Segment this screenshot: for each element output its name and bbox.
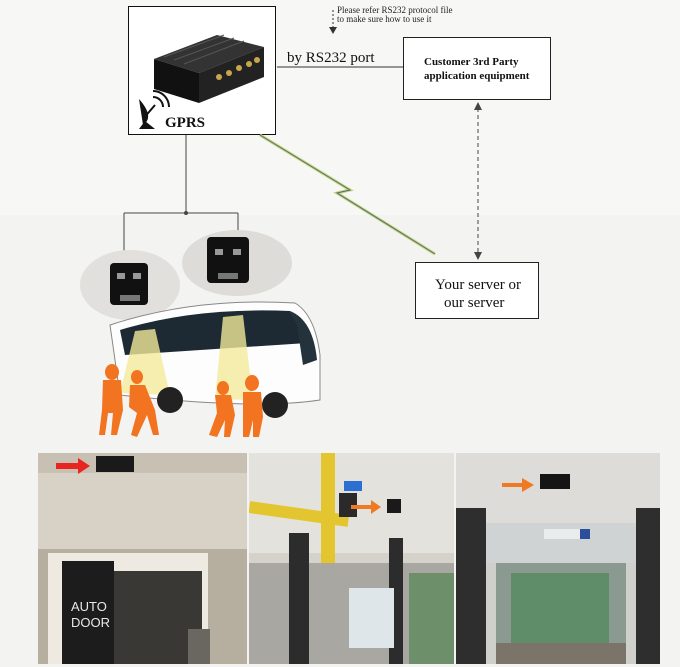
customer-equipment-box: Customer 3rd Party application equipment: [403, 37, 551, 100]
camera-tree-lines: [123, 135, 239, 257]
customer-line1: Customer 3rd Party: [424, 56, 519, 68]
device-box: GPRS: [128, 6, 276, 135]
rs232-connector-lines: [277, 10, 408, 68]
server-line2: our server: [444, 295, 505, 311]
rs232-note-line1: Please refer RS232 protocol file: [337, 5, 453, 15]
arrow-indicator-icon: [56, 458, 90, 474]
rs232-note-line2: to make sure how to use it: [337, 14, 432, 24]
server-line1: Your server or: [435, 277, 521, 293]
door-text-door: DOOR: [71, 615, 110, 630]
photo-entrance-camera: [456, 453, 660, 664]
passenger-silhouettes-icon: [99, 364, 263, 437]
wireless-link-icon: [259, 133, 436, 256]
arrow-indicator-icon: [351, 500, 381, 514]
arrow-indicator-icon: [502, 478, 534, 492]
photo-pole-camera: [249, 453, 454, 664]
top-band: [0, 0, 680, 215]
server-box: Your server or our server: [415, 262, 539, 319]
dvr-device-image: [154, 34, 264, 103]
customer-server-link: [474, 102, 482, 260]
rs232-label: by RS232 port: [287, 50, 375, 66]
satellite-dish-icon: [139, 90, 170, 129]
photo-door-camera: AUTO DOOR: [38, 453, 247, 664]
gprs-label: GPRS: [165, 115, 206, 131]
bus-illustration: [80, 230, 321, 437]
customer-line2: application equipment: [424, 70, 530, 82]
door-text-auto: AUTO: [71, 599, 107, 614]
camera-right-icon: [207, 237, 249, 283]
